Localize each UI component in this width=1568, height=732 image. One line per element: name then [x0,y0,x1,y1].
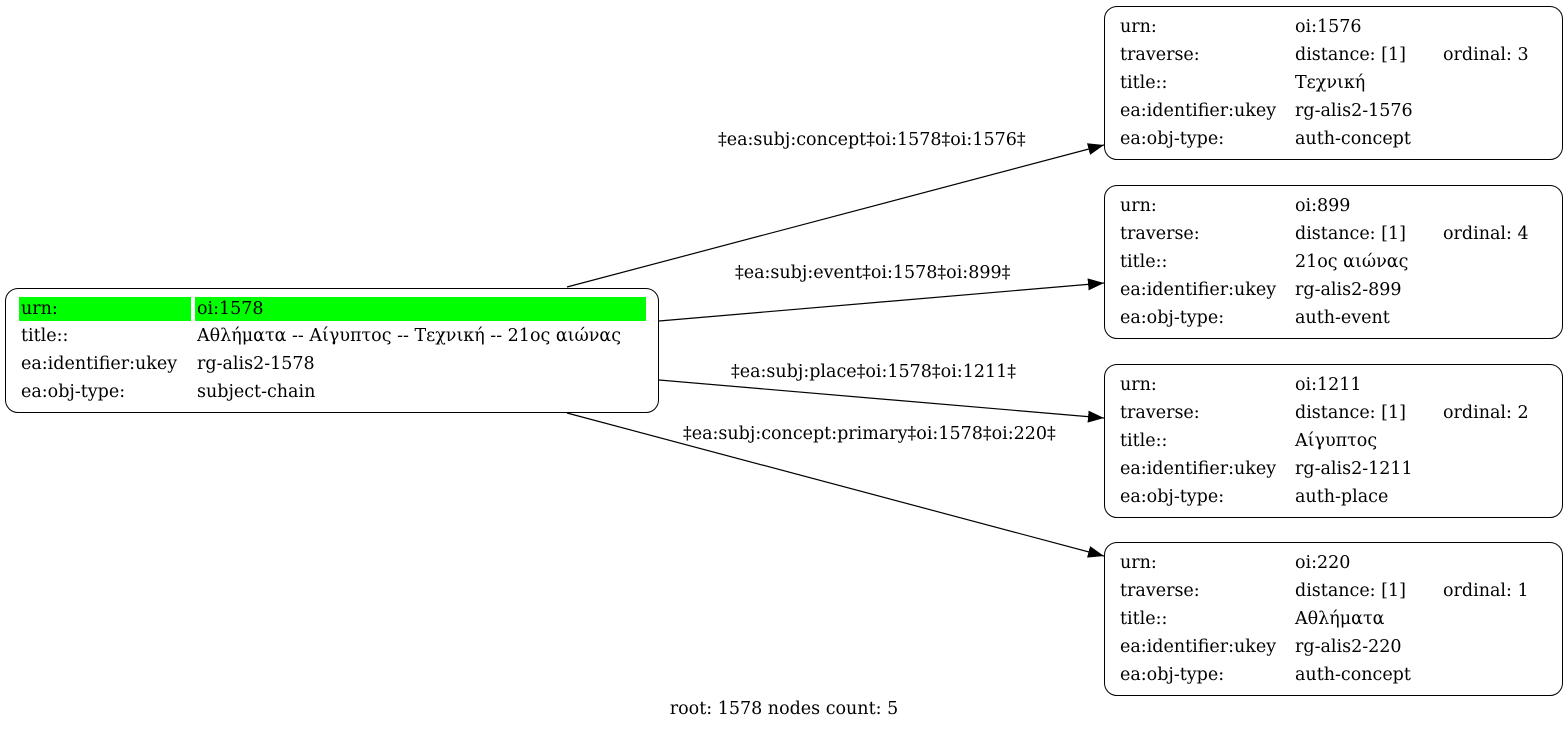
node-traverse-row: traverse: distance: [1] ordinal: 2 [1105,400,1562,426]
node-type-label: ea:obj-type: [1120,129,1225,149]
node-ukey-label: ea:identifier:ukey [1120,101,1277,121]
node-title-label: title:: [1120,252,1168,272]
edge-arrow-to-oi-220 [566,412,1105,558]
node-urn-value: oi:899 [1295,196,1351,216]
root-urn-label: urn: [19,297,191,321]
node-traverse-row: traverse: distance: [1] ordinal: 3 [1105,42,1562,68]
edge-arrow-to-oi-1211 [658,379,1105,423]
node-ordinal: ordinal: 1 [1443,581,1529,601]
root-type-row: ea:obj-type: subject-chain [6,379,658,405]
node-type-value: auth-concept [1295,129,1411,149]
node-traverse-label: traverse: [1120,581,1200,601]
node-ukey-value: rg-alis2-1576 [1295,101,1413,121]
node-traverse-label: traverse: [1120,403,1200,423]
root-title-value: Αθλήματα -- Αίγυπτος -- Τεχνική -- 21ος … [197,326,622,346]
node-title-value: Αίγυπτος [1295,431,1378,451]
node-ukey-row: ea:identifier:ukey rg-alis2-899 [1105,277,1562,303]
node-ukey-label: ea:identifier:ukey [1120,280,1277,300]
node-type-label: ea:obj-type: [1120,665,1225,685]
node-urn-label: urn: [1120,17,1157,37]
root-ukey-row: ea:identifier:ukey rg-alis2-1578 [6,351,658,377]
node-ukey-value: rg-alis2-899 [1295,280,1402,300]
node-ukey-label: ea:identifier:ukey [1120,637,1277,657]
node-urn-value: oi:1576 [1295,17,1362,37]
node-type-row: ea:obj-type: auth-concept [1105,126,1562,152]
node-urn-row: urn: oi:1576 [1105,14,1562,40]
edge-label-concept-primary: ‡ea:subj:concept:primary‡oi:1578‡oi:220‡ [683,424,1056,444]
root-urn-value: oi:1578 [195,297,646,321]
node-type-label: ea:obj-type: [1120,487,1225,507]
graph-footer: root: 1578 nodes count: 5 [669,699,899,719]
node-ukey-row: ea:identifier:ukey rg-alis2-220 [1105,634,1562,660]
node-oi-220[interactable]: urn: oi:220 traverse: distance: [1] ordi… [1104,542,1563,696]
root-title-row: title:: Αθλήματα -- Αίγυπτος -- Τεχνική … [6,323,658,349]
edge-arrow-to-oi-899 [658,278,1105,322]
node-urn-label: urn: [1120,375,1157,395]
node-oi-1576[interactable]: urn: oi:1576 traverse: distance: [1] ord… [1104,6,1563,160]
node-urn-row: urn: oi:899 [1105,193,1562,219]
node-urn-row: urn: oi:220 [1105,550,1562,576]
node-urn-value: oi:220 [1295,553,1351,573]
node-title-label: title:: [1120,431,1168,451]
node-type-row: ea:obj-type: auth-event [1105,305,1562,331]
node-ordinal: ordinal: 2 [1443,403,1529,423]
node-type-value: auth-event [1295,308,1390,328]
node-title-label: title:: [1120,609,1168,629]
node-ordinal: ordinal: 4 [1443,224,1529,244]
node-urn-label: urn: [1120,196,1157,216]
node-distance: distance: [1] [1295,403,1406,423]
node-distance: distance: [1] [1295,581,1406,601]
node-title-label: title:: [1120,73,1168,93]
node-type-row: ea:obj-type: auth-concept [1105,662,1562,688]
node-distance: distance: [1] [1295,45,1406,65]
root-ukey-label: ea:identifier:ukey [21,354,178,374]
root-type-label: ea:obj-type: [21,382,126,402]
node-type-label: ea:obj-type: [1120,308,1225,328]
node-ukey-value: rg-alis2-220 [1295,637,1402,657]
node-traverse-label: traverse: [1120,224,1200,244]
node-title-row: title:: 21ος αιώνας [1105,249,1562,275]
edge-label-place: ‡ea:subj:place‡oi:1578‡oi:1211‡ [731,362,1016,382]
node-type-value: auth-place [1295,487,1389,507]
root-node[interactable]: urn: oi:1578 title:: Αθλήματα -- Αίγυπτο… [5,288,659,413]
node-title-row: title:: Αίγυπτος [1105,428,1562,454]
node-ukey-value: rg-alis2-1211 [1295,459,1413,479]
node-ordinal: ordinal: 3 [1443,45,1529,65]
node-urn-value: oi:1211 [1295,375,1362,395]
node-type-row: ea:obj-type: auth-place [1105,484,1562,510]
node-traverse-label: traverse: [1120,45,1200,65]
node-title-value: Τεχνική [1295,73,1366,93]
node-traverse-row: traverse: distance: [1] ordinal: 4 [1105,221,1562,247]
node-distance: distance: [1] [1295,224,1406,244]
node-traverse-row: traverse: distance: [1] ordinal: 1 [1105,578,1562,604]
edge-label-event: ‡ea:subj:event‡oi:1578‡oi:899‡ [735,263,1011,283]
node-type-value: auth-concept [1295,665,1411,685]
node-ukey-row: ea:identifier:ukey rg-alis2-1211 [1105,456,1562,482]
node-title-row: title:: Αθλήματα [1105,606,1562,632]
node-oi-899[interactable]: urn: oi:899 traverse: distance: [1] ordi… [1104,185,1563,339]
node-oi-1211[interactable]: urn: oi:1211 traverse: distance: [1] ord… [1104,364,1563,518]
root-ukey-value: rg-alis2-1578 [197,354,315,374]
node-ukey-label: ea:identifier:ukey [1120,459,1277,479]
node-ukey-row: ea:identifier:ukey rg-alis2-1576 [1105,98,1562,124]
edge-arrow-to-oi-1576 [566,143,1105,288]
node-title-value: 21ος αιώνας [1295,252,1409,272]
node-urn-row: urn: oi:1211 [1105,372,1562,398]
node-urn-label: urn: [1120,553,1157,573]
root-type-value: subject-chain [197,382,316,402]
root-urn-row: urn: oi:1578 [6,297,658,323]
node-title-value: Αθλήματα [1295,609,1385,629]
root-title-label: title:: [21,326,69,346]
node-title-row: title:: Τεχνική [1105,70,1562,96]
edge-label-concept: ‡ea:subj:concept‡oi:1578‡oi:1576‡ [718,130,1026,150]
